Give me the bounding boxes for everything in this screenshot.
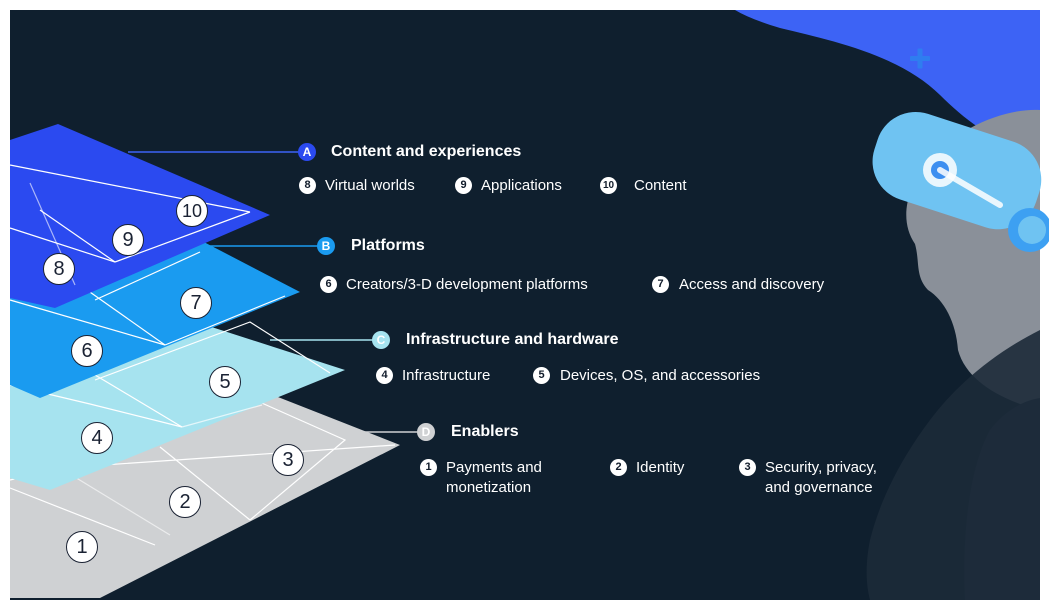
headset-band [937, 167, 1003, 208]
stack-number-5: 5 [209, 366, 241, 398]
stack-number-8: 8 [43, 253, 75, 285]
dark-cloak [866, 330, 1040, 600]
item-8-label: Virtual worlds [325, 177, 415, 194]
item-6-label: Creators/3-D development platforms [346, 276, 588, 293]
layer-a-title: Content and experiences [331, 143, 522, 160]
item-9-label: Applications [481, 177, 562, 194]
item-9-badge: 9 [455, 177, 472, 194]
item-1-label-line1: Payments and [446, 459, 542, 476]
item-3-badge: 3 [739, 459, 756, 476]
item-1-badge: 1 [420, 459, 437, 476]
stack-number-1: 1 [66, 531, 98, 563]
item-4-label: Infrastructure [402, 367, 491, 384]
item-6-badge: 6 [320, 276, 337, 293]
vr-headset-person-icon [866, 109, 1049, 600]
stack-number-10: 10 [176, 195, 208, 227]
blue-wave-shape [735, 10, 1040, 150]
stack-number-3: 3 [272, 444, 304, 476]
item-2-label: Identity [636, 459, 685, 476]
item-3-label-line1: Security, privacy, [765, 459, 877, 476]
layer-b-badge: B [317, 237, 335, 255]
plus-icon [910, 48, 930, 69]
layer-d-title: Enablers [451, 423, 519, 440]
layer-b-title: Platforms [351, 237, 425, 254]
stack-number-6: 6 [71, 335, 103, 367]
item-4-badge: 4 [376, 367, 393, 384]
layer-c-badge: C [372, 331, 390, 349]
item-10-badge: 10 [600, 177, 617, 194]
stack-number-7: 7 [180, 287, 212, 319]
item-8-badge: 8 [299, 177, 316, 194]
item-1-label-line2: monetization [446, 479, 532, 496]
layer-c-title: Infrastructure and hardware [406, 331, 619, 348]
item-2-badge: 2 [610, 459, 627, 476]
item-3-label-line2: and governance [765, 479, 873, 496]
layer-a-badge: A [298, 143, 316, 161]
item-7-badge: 7 [652, 276, 669, 293]
stack-number-9: 9 [112, 224, 144, 256]
item-7-label: Access and discovery [679, 276, 825, 293]
stack-number-4: 4 [81, 422, 113, 454]
item-5-label: Devices, OS, and accessories [560, 367, 761, 384]
stack-number-2: 2 [169, 486, 201, 518]
item-10-label: Content [634, 177, 687, 194]
headset-side-cap-inner [1018, 216, 1046, 244]
item-5-badge: 5 [533, 367, 550, 384]
layer-d-badge: D [417, 423, 435, 441]
